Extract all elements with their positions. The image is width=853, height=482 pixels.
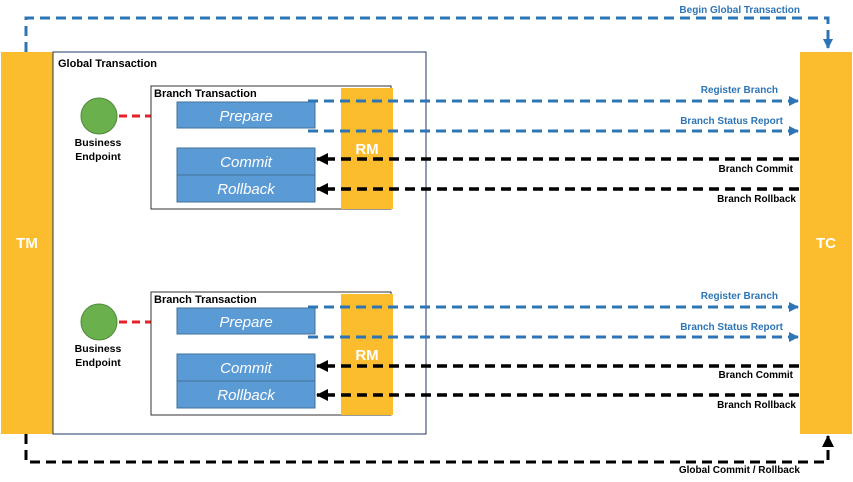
register-branch-label: Register Branch <box>701 291 778 302</box>
business-endpoint-node <box>80 97 118 135</box>
begin-global-arrow <box>24 16 833 52</box>
business-endpoint-label-line2: Endpoint <box>75 357 121 369</box>
branch-rollback-label: Branch Rollback <box>717 400 796 411</box>
branch-transaction-label: Branch Transaction <box>154 294 257 306</box>
branch-commit-label: Branch Commit <box>719 164 794 175</box>
commit-box <box>176 147 316 176</box>
tm-label: TM <box>16 235 38 252</box>
branch-group-upper: Business Endpoint Branch Transaction Pre… <box>75 85 799 210</box>
tc-bar <box>800 52 852 434</box>
branch-rollback-label: Branch Rollback <box>717 194 796 205</box>
tm-bar <box>1 52 53 434</box>
rm-label: RM <box>355 141 378 158</box>
tc-label: TC <box>816 235 836 252</box>
branch-transaction-label: Branch Transaction <box>154 88 257 100</box>
rollback-box <box>176 380 316 409</box>
prepare-box <box>176 101 316 129</box>
branch-group-lower: Business Endpoint Branch Transaction Pre… <box>75 291 799 416</box>
rm-label: RM <box>355 347 378 364</box>
rollback-box <box>176 174 316 203</box>
global-commit-rollback-arrow <box>24 434 834 464</box>
rollback-label: Rollback <box>217 387 276 404</box>
begin-global-label: Begin Global Transaction <box>679 5 800 16</box>
global-transaction-label: Global Transaction <box>58 58 157 70</box>
prepare-label: Prepare <box>219 314 272 331</box>
branch-commit-label: Branch Commit <box>719 370 794 381</box>
prepare-label: Prepare <box>219 108 272 125</box>
branch-status-report-label: Branch Status Report <box>680 322 783 333</box>
commit-label: Commit <box>220 154 272 171</box>
business-endpoint-label-line1: Business <box>75 137 122 149</box>
rollback-label: Rollback <box>217 181 276 198</box>
register-branch-label: Register Branch <box>701 85 778 96</box>
business-endpoint-label-line1: Business <box>75 343 122 355</box>
commit-box <box>176 353 316 382</box>
branch-status-report-label: Branch Status Report <box>680 116 783 127</box>
commit-label: Commit <box>220 360 272 377</box>
business-endpoint-node <box>80 303 118 341</box>
global-commit-rollback-label: Global Commit / Rollback <box>679 465 801 476</box>
prepare-box <box>176 307 316 335</box>
business-endpoint-label-line2: Endpoint <box>75 151 121 163</box>
